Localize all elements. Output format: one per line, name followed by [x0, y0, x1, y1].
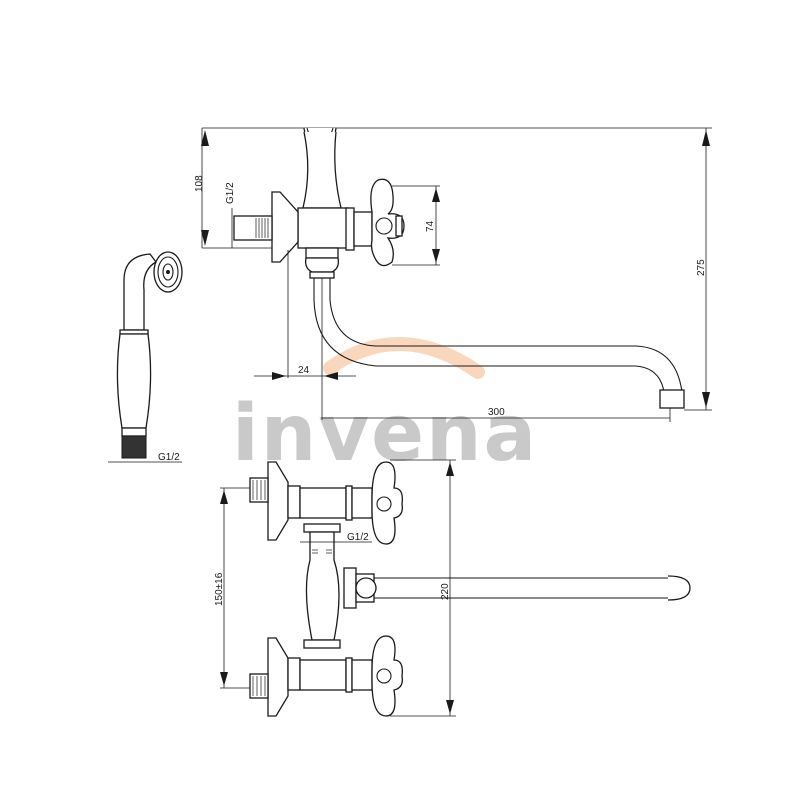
side-view-drawing [201, 127, 712, 422]
dim-275: 275 [696, 259, 707, 276]
dim-hand-shower-thread: G1/2 [158, 452, 180, 463]
dim-shower-outlet-thread: G1/2 [347, 532, 369, 543]
watermark-arc [323, 337, 485, 379]
dim-220: 220 [440, 583, 451, 600]
hand-shower-drawing [108, 251, 183, 463]
dim-150: 150±16 [214, 572, 225, 606]
dim-74: 74 [425, 220, 436, 232]
dim-108: 108 [194, 175, 205, 192]
dim-300: 300 [488, 407, 505, 418]
front-view-drawing [220, 459, 691, 717]
dim-24: 24 [298, 365, 310, 376]
dim-inlet-thread: G1/2 [225, 182, 236, 204]
watermark: invena [232, 337, 536, 479]
